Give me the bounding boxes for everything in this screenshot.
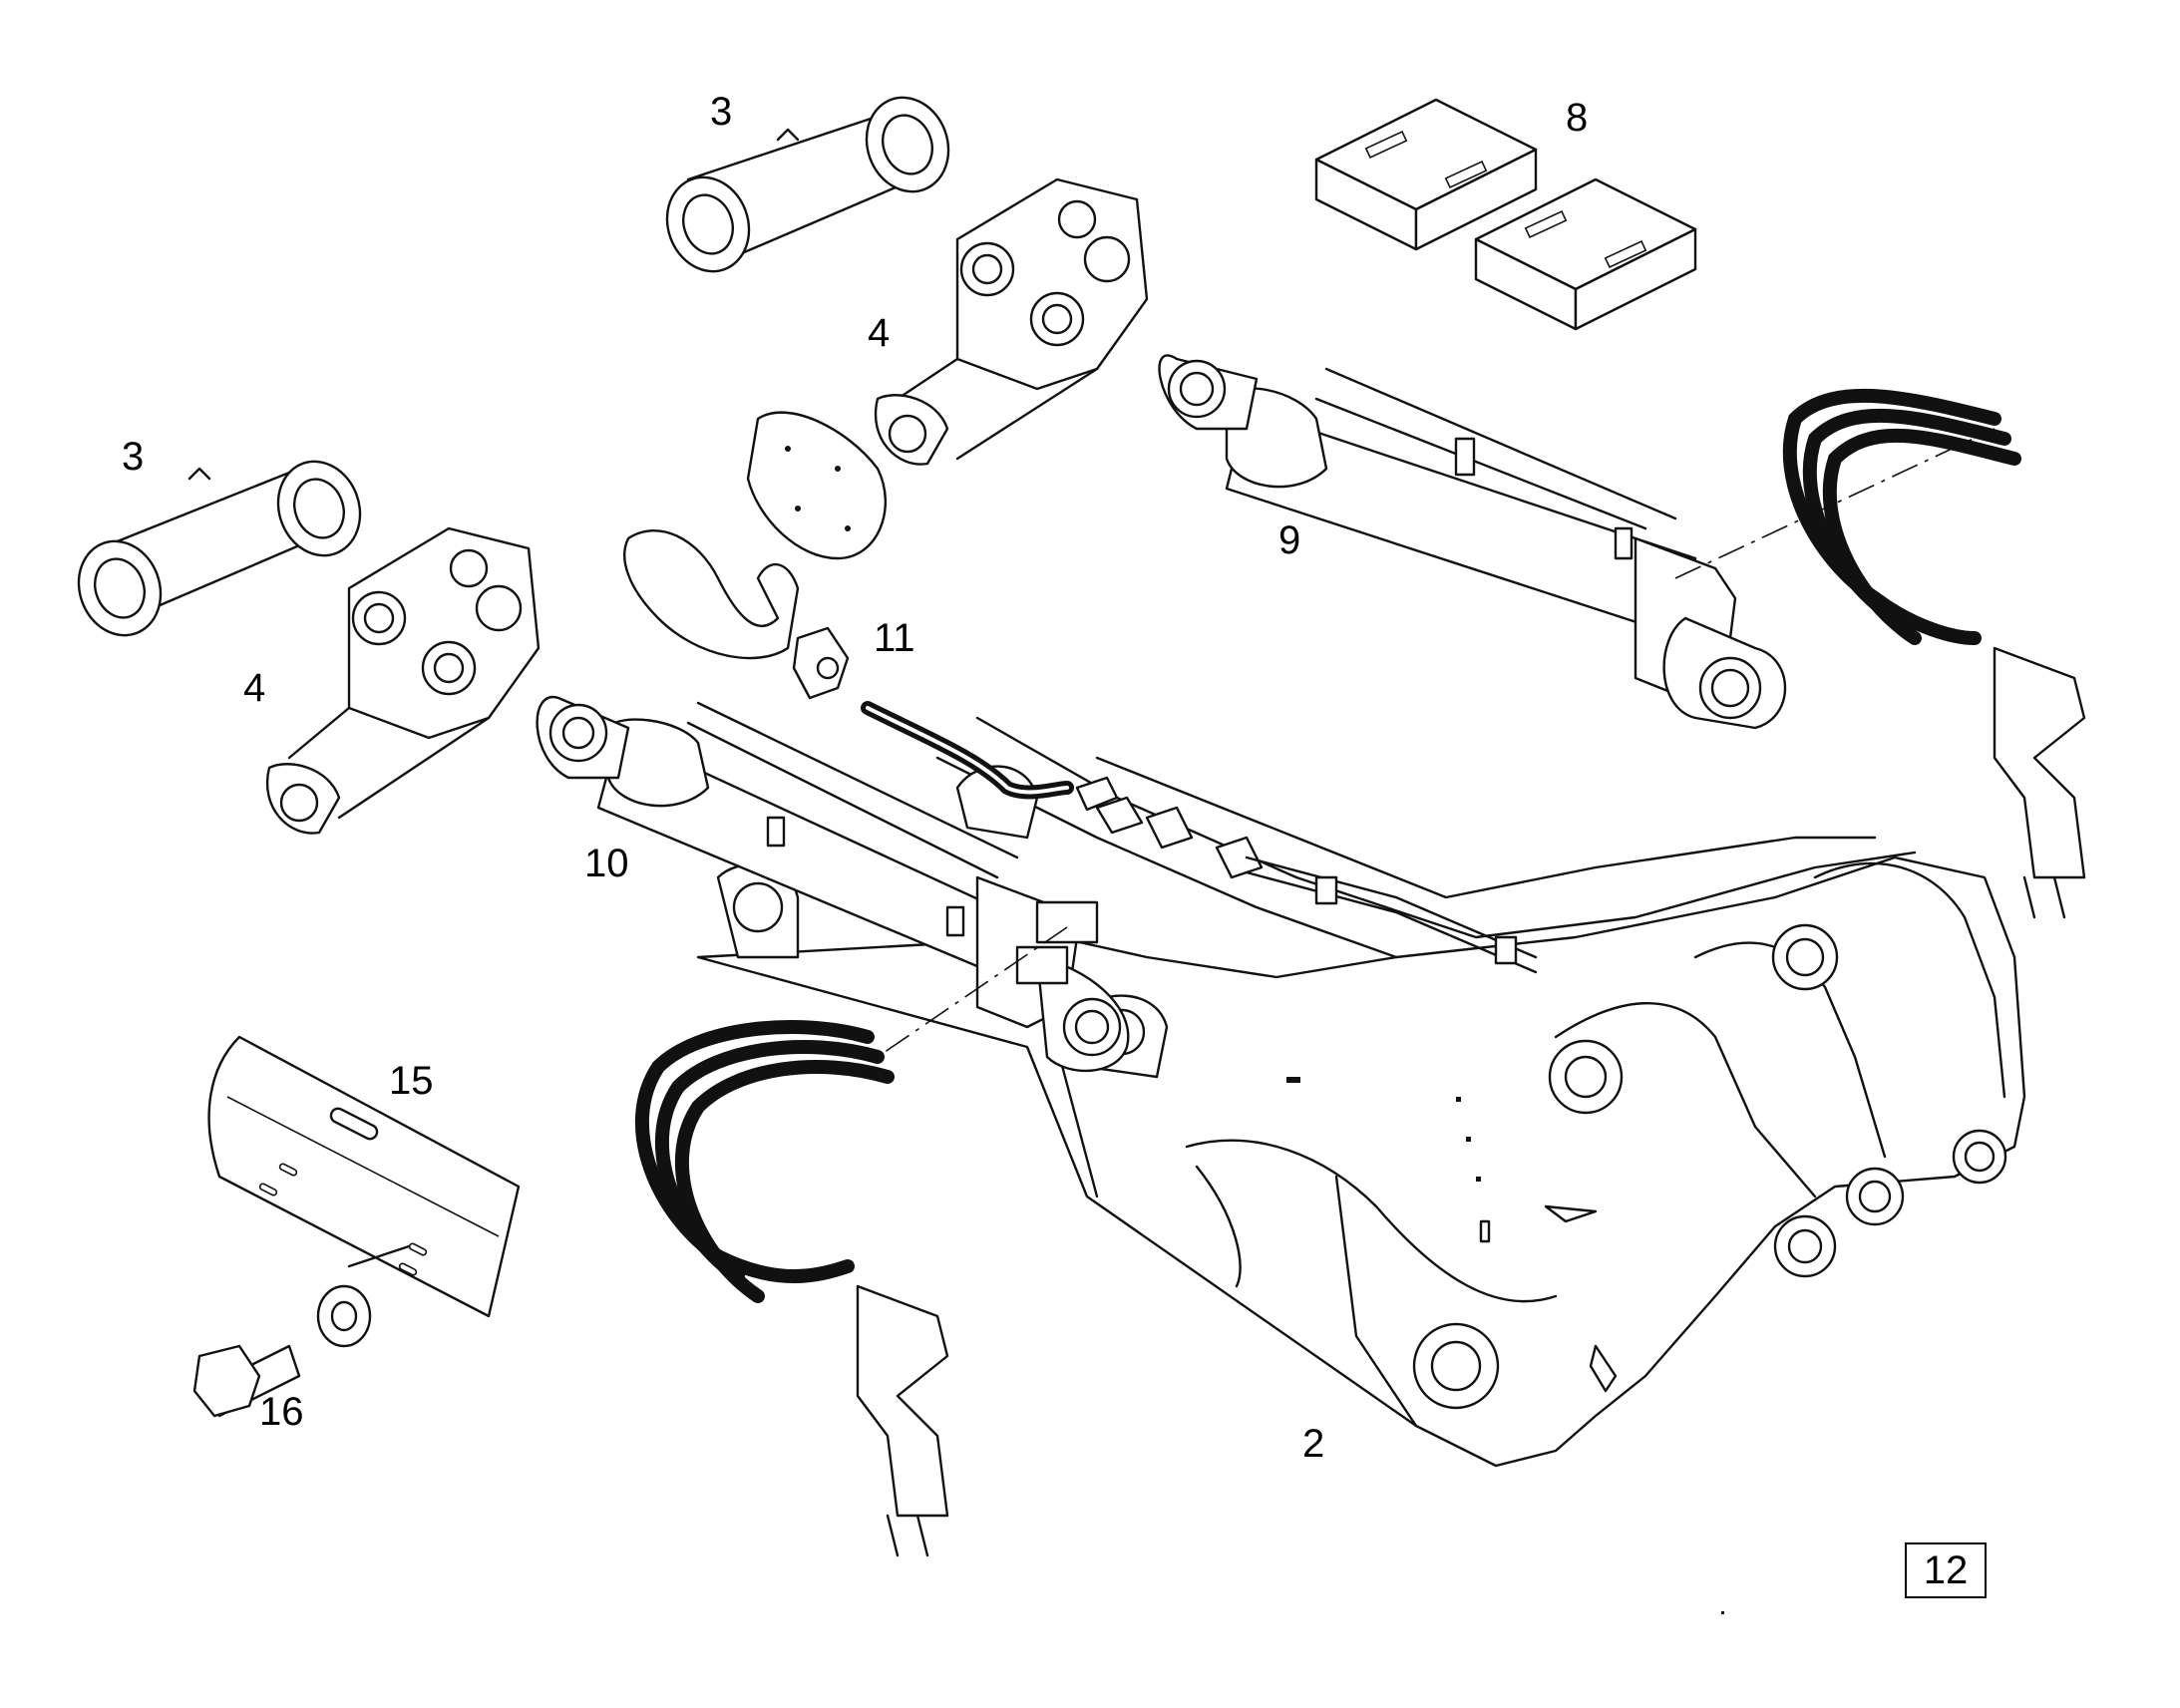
pin-3-left: [77, 460, 362, 637]
hose-fitting-11: [792, 626, 1538, 974]
callout-hose-fitting: 11: [874, 616, 915, 660]
callout-control-blocks: 8: [1566, 96, 1589, 140]
hose-assembly-right: [1674, 388, 2086, 919]
hose-assembly-left: [635, 926, 1068, 1557]
bolt-16: [192, 1244, 411, 1418]
page-number-box: 12: [1905, 1542, 1987, 1598]
pin-3-top: [665, 96, 950, 273]
callout-bracket-left: 4: [243, 666, 266, 710]
callout-pin-left: 3: [122, 435, 145, 479]
cover-plate-15: [207, 1035, 521, 1318]
callout-boom-frame: 2: [1302, 1422, 1325, 1466]
callout-bolt: 16: [259, 1390, 304, 1434]
hydraulic-cylinder-10: [536, 695, 1130, 1073]
hydraulic-cylinder-9: [1158, 354, 1787, 730]
callout-cylinder-left: 10: [584, 842, 629, 885]
control-blocks-8: [1314, 98, 1697, 331]
bracket-4-left: [266, 526, 541, 835]
bracket-4-top: [875, 177, 1149, 466]
callout-cover-plate: 15: [389, 1059, 434, 1103]
callout-bracket-top: 4: [868, 311, 891, 355]
callout-cylinder-right: 9: [1278, 518, 1301, 562]
stray-dot: [1721, 1611, 1724, 1614]
callout-pin-top: 3: [710, 90, 733, 134]
flange-and-hook: [623, 411, 888, 660]
